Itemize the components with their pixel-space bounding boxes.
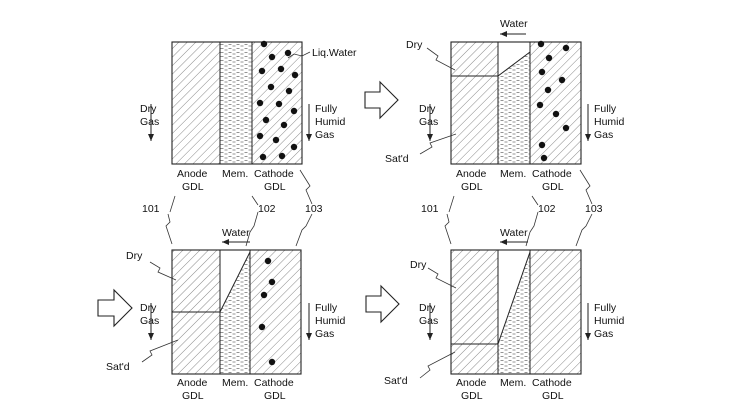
membrane-label: Mem. — [222, 168, 248, 180]
anode-gdl-label: Anode — [456, 377, 487, 389]
ref-102: 102 — [258, 203, 276, 215]
dry-label: Dry — [126, 250, 143, 262]
block-arrow-right — [97, 288, 133, 328]
anode-gdl-label: Anode — [177, 377, 208, 389]
membrane — [498, 252, 530, 374]
satd-label: Sat'd — [385, 153, 409, 165]
anode-gdl — [172, 312, 220, 374]
svg-text:Gas: Gas — [419, 116, 438, 128]
ref-103: 103 — [585, 203, 603, 215]
dry-label: Dry — [410, 259, 427, 271]
svg-text:GDL: GDL — [542, 181, 564, 193]
panel-bottom-left: Water Dry Sat'd Dry Gas Fully Humid Gas … — [106, 227, 346, 402]
panel-top-left: Liq.Water Dry Gas Fully Humid Gas Anode … — [140, 40, 357, 193]
svg-text:Humid: Humid — [594, 116, 625, 128]
dry-gas-label: Dry — [140, 302, 157, 314]
cathode-gdl-label: Cathode — [254, 168, 294, 180]
liquid-water-droplets — [536, 40, 570, 162]
svg-text:Gas: Gas — [140, 116, 159, 128]
membrane — [220, 42, 252, 164]
cathode-gdl — [250, 250, 301, 374]
liquid-water-droplets — [256, 40, 299, 161]
reference-numerals-right: 101 102 103 — [421, 169, 603, 247]
anode-gdl-label: Anode — [177, 168, 208, 180]
dry-gas-label: Dry — [140, 103, 157, 115]
fully-humid-gas-label: Fully — [594, 302, 617, 314]
svg-text:Gas: Gas — [594, 129, 613, 141]
svg-text:GDL: GDL — [182, 390, 204, 402]
svg-text:Gas: Gas — [315, 328, 334, 340]
svg-text:Gas: Gas — [315, 129, 334, 141]
svg-text:GDL: GDL — [461, 181, 483, 193]
dry-gas-label: Dry — [419, 302, 436, 314]
water-label: Water — [222, 227, 250, 239]
reference-numerals-left: 101 102 103 — [142, 169, 323, 247]
svg-text:Humid: Humid — [315, 116, 346, 128]
svg-text:GDL: GDL — [182, 181, 204, 193]
satd-label: Sat'd — [106, 361, 130, 373]
membrane-label: Mem. — [500, 168, 526, 180]
svg-text:Humid: Humid — [594, 315, 625, 327]
svg-text:GDL: GDL — [264, 181, 286, 193]
liquid-water-droplets — [258, 257, 276, 366]
panel-bottom-right: Water Dry Sat'd Dry Gas Fully Humid Gas … — [384, 227, 625, 402]
water-label: Water — [500, 18, 528, 30]
anode-gdl — [451, 344, 498, 374]
ref-101: 101 — [142, 203, 160, 215]
block-arrow-right — [365, 284, 400, 324]
svg-text:Gas: Gas — [419, 315, 438, 327]
fully-humid-gas-label: Fully — [594, 103, 617, 115]
ref-102: 102 — [538, 203, 556, 215]
ref-101: 101 — [421, 203, 439, 215]
svg-text:Humid: Humid — [315, 315, 346, 327]
anode-gdl — [451, 76, 498, 164]
membrane — [220, 252, 250, 374]
satd-label: Sat'd — [384, 375, 408, 387]
membrane-label: Mem. — [500, 377, 526, 389]
svg-text:Gas: Gas — [594, 328, 613, 340]
svg-text:GDL: GDL — [542, 390, 564, 402]
cathode-gdl-label: Cathode — [532, 168, 572, 180]
block-arrow-right — [364, 80, 399, 120]
anode-gdl — [172, 42, 220, 164]
svg-text:GDL: GDL — [264, 390, 286, 402]
svg-text:Gas: Gas — [140, 315, 159, 327]
fully-humid-gas-label: Fully — [315, 302, 338, 314]
cathode-gdl-label: Cathode — [254, 377, 294, 389]
membrane — [498, 52, 530, 164]
membrane-label: Mem. — [222, 377, 248, 389]
cathode-gdl-label: Cathode — [532, 377, 572, 389]
dry-gas-label: Dry — [419, 103, 436, 115]
water-label: Water — [500, 227, 528, 239]
fully-humid-gas-label: Fully — [315, 103, 338, 115]
anode-gdl-label: Anode — [456, 168, 487, 180]
liq-water-label: Liq.Water — [312, 47, 357, 59]
panel-top-right: Water Dry Sat'd Dry Gas Fully Humid Gas … — [385, 18, 625, 193]
cathode-gdl — [530, 250, 581, 374]
dry-label: Dry — [406, 39, 423, 51]
ref-103: 103 — [305, 203, 323, 215]
svg-text:GDL: GDL — [461, 390, 483, 402]
